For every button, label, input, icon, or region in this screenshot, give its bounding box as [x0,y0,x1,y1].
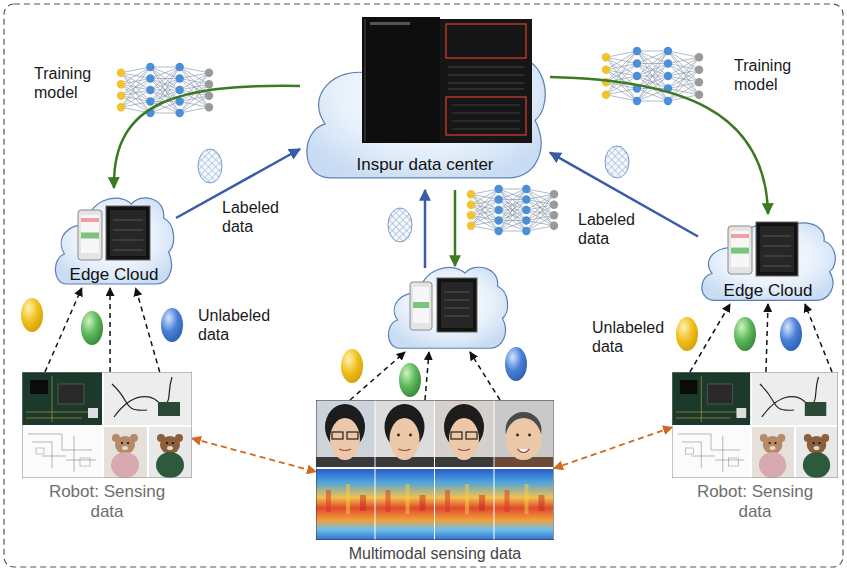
panel-caption: Robot: Sensing data [685,482,825,522]
cloud-node: Edge Cloud [698,214,838,304]
dashed-arrow [192,438,316,471]
sensing-picture [22,372,192,478]
edge-devices [728,222,798,276]
edge-label: Labeled data [578,210,640,248]
image-panel: Robot: Sensing data [672,372,838,530]
data-label: Unlabeled data [198,306,276,344]
center-arrows [350,190,500,400]
cloud-label: Edge Cloud [70,265,159,285]
center-edge-cloud [388,267,507,348]
image-panel: Multimodal sensing data [316,400,554,571]
image-panel: Robot: Sensing data [22,372,192,530]
dashed-arrow [690,304,730,372]
cloud-node: Inspur data center [300,5,550,185]
dashed-arrow [45,288,82,372]
edge-label: Training model [734,56,802,94]
sensing-picture [672,372,838,478]
edge-label: Training model [34,64,102,102]
flow-arrow [114,86,300,188]
outer-frame [4,4,843,567]
cloud-label: Edge Cloud [724,281,813,301]
flow-arrow [550,77,768,214]
panel-caption: Multimodal sensing data [349,544,522,563]
cloud-node: Edge Cloud [52,188,176,288]
dashed-arrow [109,288,111,372]
neural-net-icon [602,47,703,105]
data-label: Unlabeled data [592,318,670,356]
dashed-arrow [554,427,672,468]
edge-devices [78,206,150,260]
robot-sensing-images [672,372,838,478]
neural-net-icon [117,63,213,117]
dashed-arrow [805,304,832,372]
robot-sensing-images [22,372,192,478]
dashed-arrow [136,288,160,372]
server-racks [362,17,532,143]
face-and-spectrogram-images [316,400,554,540]
sensing-picture [316,400,554,540]
panel-caption: Robot: Sensing data [37,482,177,522]
edge-label: Labeled data [222,198,284,236]
dashed-arrow [766,304,768,372]
neural-net-icon [467,185,558,235]
cloud-label: Inspur data center [356,155,493,175]
